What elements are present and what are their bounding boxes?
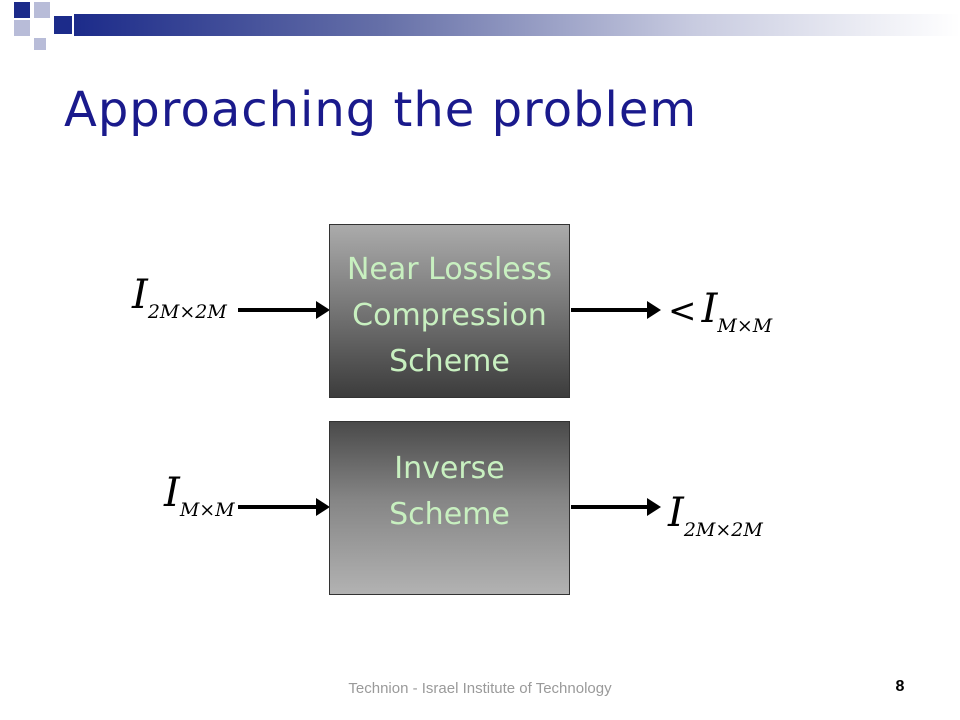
inverse-block-line: Scheme — [389, 497, 510, 532]
block2-output-arrow — [571, 498, 661, 516]
block1-input-arrow — [238, 301, 330, 319]
compression-block-line: Near Lossless — [346, 252, 552, 287]
inverse-block: Inverse Scheme — [329, 421, 570, 595]
header-gradient-bar — [74, 14, 960, 36]
block1-input-label: I2M×2M — [132, 272, 227, 323]
decor-square-light — [34, 2, 50, 18]
slide-footer: Technion - Israel Institute of Technolog… — [348, 680, 612, 697]
decor-square-light — [14, 20, 30, 36]
decor-square-dark — [54, 16, 72, 34]
compression-block: Near Lossless Compression Scheme — [329, 224, 570, 398]
compression-block-line: Scheme — [389, 344, 510, 379]
block1-output-label: < IM×M — [668, 286, 773, 337]
block1-output-arrow — [571, 301, 661, 319]
block2-input-arrow — [238, 498, 330, 516]
block2-input-label: IM×M — [164, 470, 235, 521]
slide-title: Approaching the problem — [64, 82, 698, 138]
decor-square-light — [34, 38, 46, 50]
page-number: 8 — [895, 678, 905, 695]
decor-square-dark — [14, 2, 30, 18]
inverse-block-line: Inverse — [394, 451, 505, 486]
compression-block-line: Compression — [352, 298, 547, 333]
block2-output-label: I2M×2M — [668, 490, 763, 541]
